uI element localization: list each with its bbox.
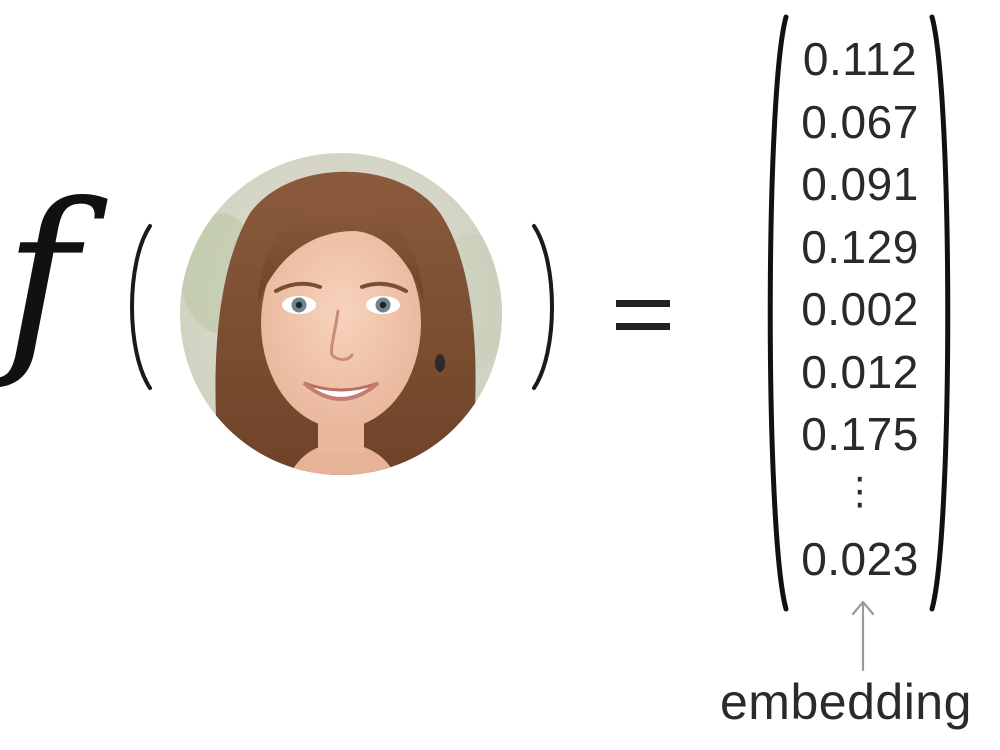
- vector-left-bracket: [760, 14, 790, 612]
- vertical-ellipsis: ⋮: [840, 468, 880, 513]
- up-arrow-icon: [848, 598, 878, 672]
- input-face-image: [180, 153, 502, 475]
- open-paren: [120, 222, 160, 392]
- vector-ellipsis: ⋮: [790, 466, 930, 529]
- function-symbol: f: [4, 161, 79, 394]
- embedding-label: embedding: [720, 674, 972, 730]
- vector-entry: 0.023: [801, 533, 919, 585]
- embedding-vector: 0.112 0.067 0.091 0.129 0.002 0.012 0.17…: [790, 28, 930, 591]
- vector-entry: 0.175: [801, 408, 919, 460]
- vector-entry: 0.067: [801, 95, 919, 148]
- portrait-photo-icon: [180, 153, 502, 475]
- vector-entry: 0.012: [801, 345, 919, 398]
- close-paren: [524, 222, 564, 392]
- vector-entry: 0.129: [801, 220, 919, 273]
- vector-entry: 0.112: [802, 33, 918, 85]
- equals-sign: [616, 300, 670, 332]
- vector-entry: 0.091: [801, 158, 919, 210]
- vector-entry: 0.002: [801, 283, 919, 335]
- vector-right-bracket: [928, 14, 958, 612]
